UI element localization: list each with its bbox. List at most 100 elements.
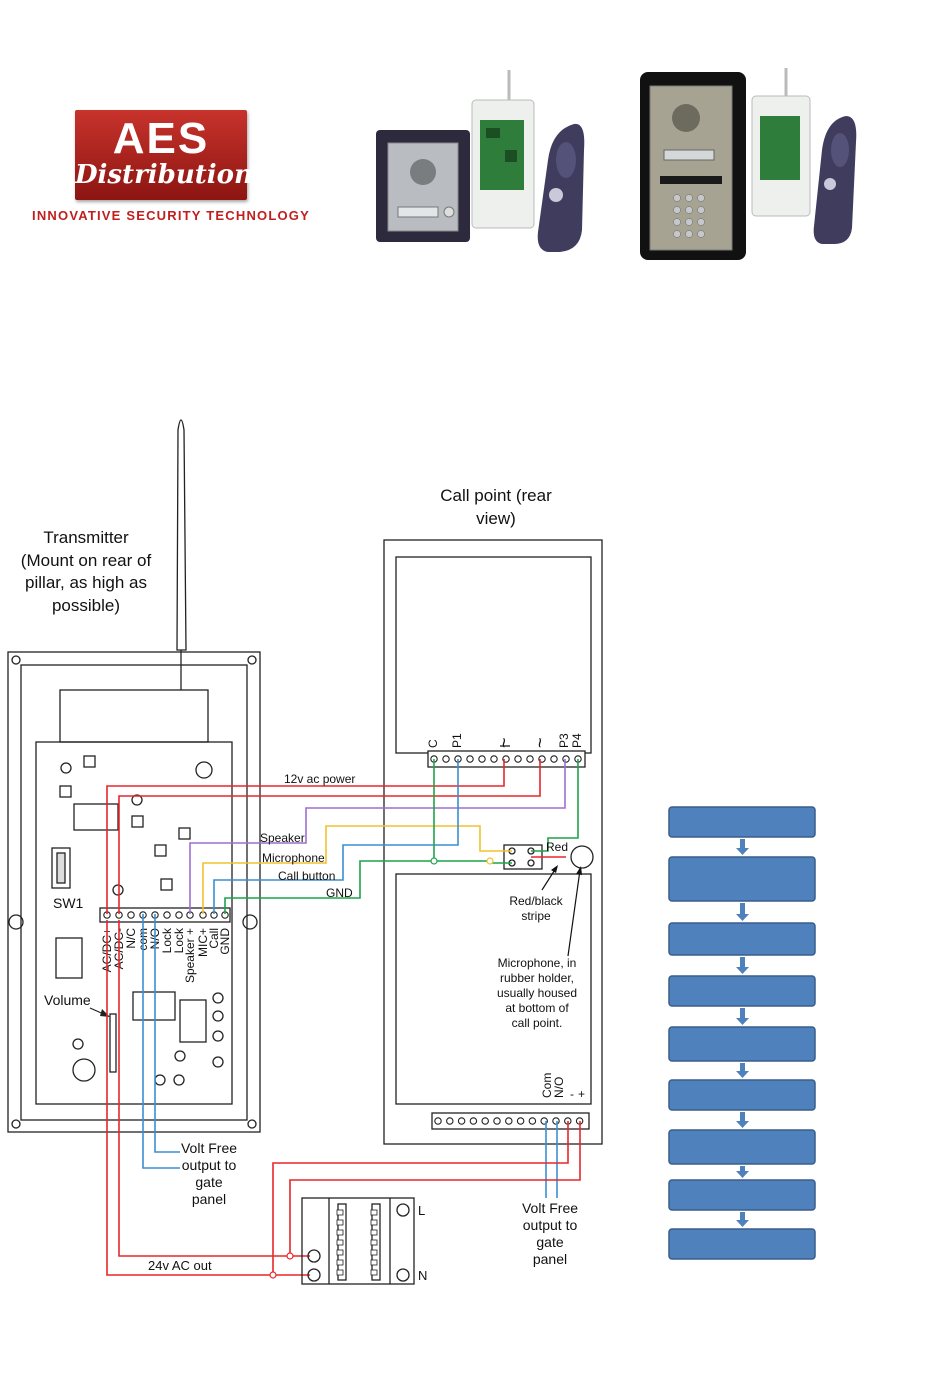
terminal-screw <box>163 911 171 919</box>
volume-arrowhead <box>100 1009 110 1017</box>
flowchart-box <box>668 1179 816 1211</box>
flowchart-arrow-shaft <box>740 903 745 915</box>
svg-text:gate: gate <box>195 1174 222 1190</box>
flowchart-arrow-shaft <box>740 839 745 849</box>
flowchart-arrow-head <box>736 1220 749 1227</box>
svg-text:at bottom of: at bottom of <box>505 1001 569 1015</box>
svg-text:usually housed: usually housed <box>497 986 577 1000</box>
tx-volt-free-label: Volt Free output to gate panel <box>181 1140 237 1207</box>
svg-text:Volt Free: Volt Free <box>522 1200 578 1216</box>
terminal-screw <box>493 1117 501 1125</box>
callpoint-top-terminal-labels: C P1 ~ ~ P3 P4 <box>426 733 584 748</box>
terminal-screw <box>552 1117 560 1125</box>
terminal-label: MIC+ <box>196 928 210 957</box>
terminal-label: Call <box>207 928 221 949</box>
transmitter-title: Transmitter (Mount on rear of pillar, as… <box>21 528 152 615</box>
psu-contact <box>336 1259 344 1266</box>
wire-microphone <box>202 825 512 914</box>
wire-ac-out-b <box>118 920 310 1257</box>
svg-text:Red/black: Red/black <box>509 894 563 908</box>
terminal-screw <box>526 755 534 763</box>
flowchart-arrow-head <box>736 848 749 855</box>
terminal-screw <box>127 911 135 919</box>
red-black-arrowhead <box>551 865 558 873</box>
svg-text:stripe: stripe <box>521 909 551 923</box>
product-photo-1 <box>376 70 585 252</box>
svg-text:output to: output to <box>182 1157 237 1173</box>
terminal-screw <box>481 1117 489 1125</box>
flowchart-arrow-head <box>736 1071 749 1078</box>
svg-text:C: C <box>426 739 440 748</box>
flowchart-box <box>668 806 816 838</box>
flowchart-box <box>668 1129 816 1165</box>
terminal-screw <box>466 755 474 763</box>
psu-contact <box>370 1259 378 1266</box>
terminal-screw <box>434 1117 442 1125</box>
callpoint-title: Call point (rear view) <box>440 486 552 528</box>
svg-text:(Mount on rear of: (Mount on rear of <box>21 551 152 570</box>
psu-contact <box>336 1239 344 1246</box>
svg-text:gate: gate <box>536 1234 563 1250</box>
flowchart-arrow-shaft <box>740 957 745 968</box>
terminal-screw <box>175 911 183 919</box>
wire-labels: 12v ac power Speaker Microphone Call but… <box>260 772 355 900</box>
wire-junctions <box>269 857 494 1279</box>
terminal-label: GND <box>218 928 232 955</box>
svg-text:P4: P4 <box>570 733 584 748</box>
psu-contact <box>336 1229 344 1236</box>
psu-contact <box>370 1269 378 1276</box>
tagline: Innovative Security Technology <box>32 208 310 223</box>
volume-label: Volume <box>44 992 91 1008</box>
wire-call-button <box>213 759 459 914</box>
svg-text:Volt Free: Volt Free <box>181 1140 237 1156</box>
transmitter-terminal-strip <box>103 911 229 919</box>
flowchart <box>668 806 816 1260</box>
mic-note: Microphone, in rubber holder, usually ho… <box>497 956 577 1030</box>
svg-text:Com: Com <box>540 1073 554 1098</box>
psu-contact <box>336 1209 344 1216</box>
terminal-screw <box>442 755 450 763</box>
psu-contact <box>370 1209 378 1216</box>
terminal-screw <box>505 1117 513 1125</box>
flowchart-arrow-head <box>736 914 749 921</box>
mic-arrow <box>567 869 581 957</box>
terminal-label: Speaker + <box>183 928 197 983</box>
terminal-screw <box>516 1117 525 1125</box>
psu-contact <box>336 1269 344 1276</box>
svg-text:GND: GND <box>326 886 353 900</box>
wire-tx-volt-free-b <box>154 914 180 1153</box>
wire-gnd <box>224 860 512 914</box>
svg-text:~: ~ <box>494 737 514 748</box>
terminal-screw <box>514 755 522 763</box>
flowchart-box <box>668 1228 816 1260</box>
wire-p4 <box>531 759 579 852</box>
flowchart-arrow-shaft <box>740 1008 745 1019</box>
terminal-label: N/C <box>124 928 138 949</box>
wire-cp-power-a <box>272 1121 569 1275</box>
red-black-note: Red/black stripe <box>509 894 563 923</box>
power-supply <box>301 1197 415 1285</box>
svg-text:12v ac power: 12v ac power <box>284 772 355 786</box>
psu-contact <box>336 1219 344 1226</box>
terminal-label: Lock <box>160 927 174 953</box>
ac-out-label: 24v AC out <box>148 1258 212 1273</box>
svg-text:rubber holder,: rubber holder, <box>500 971 574 985</box>
svg-text:Transmitter: Transmitter <box>43 528 129 547</box>
callpoint-enclosure <box>383 539 603 1145</box>
svg-text:~: ~ <box>530 737 550 748</box>
terminal-screw <box>550 755 558 763</box>
flowchart-arrow-head <box>736 1121 749 1128</box>
wire-power-a <box>106 759 505 914</box>
svg-text:Call point (rear: Call point (rear <box>440 486 552 505</box>
power-supply-contacts <box>336 1209 378 1276</box>
antenna <box>176 419 187 690</box>
transmitter-enclosure <box>7 651 261 1133</box>
svg-text:Microphone, in: Microphone, in <box>498 956 577 970</box>
svg-text:+: + <box>578 1087 585 1101</box>
terminal-label: Lock <box>172 927 186 953</box>
terminal-screw <box>562 755 570 763</box>
psu-contact <box>370 1219 378 1226</box>
svg-text:view): view) <box>476 509 516 528</box>
callpoint-bottom-terminals <box>434 1117 584 1125</box>
